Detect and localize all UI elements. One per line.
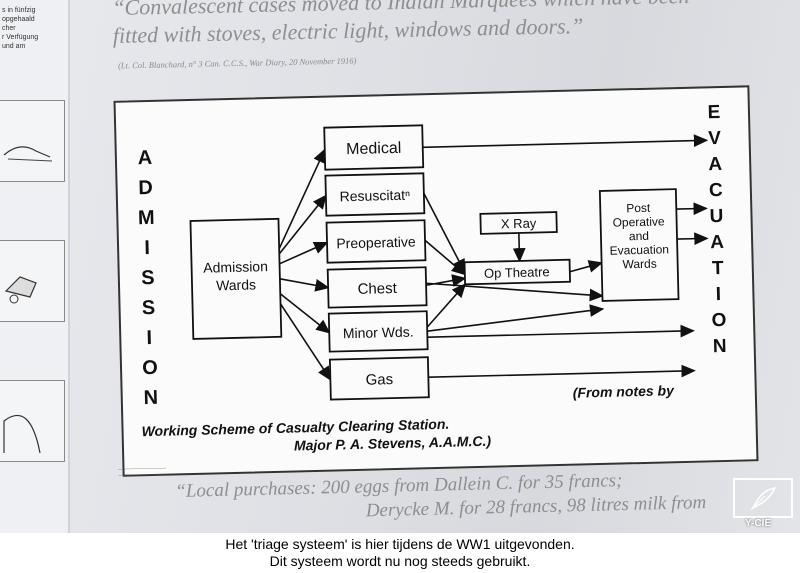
quote-citation: (Lt. Col. Blanchard, n° 3 Can. C.C.S., W… — [117, 55, 357, 71]
gas-label: Gas — [365, 371, 393, 389]
admission-letter: I — [144, 237, 150, 259]
evacuation-letter: E — [707, 102, 720, 123]
op-theatre-box — [463, 258, 571, 286]
thumbnail-image — [0, 380, 65, 462]
evacuation-letter: T — [712, 258, 725, 279]
resuscitation-box — [324, 172, 426, 217]
snippet-line: cher — [2, 25, 16, 32]
admission-letter: S — [142, 297, 156, 319]
preoperative-box — [325, 219, 427, 264]
admission-letter: M — [138, 207, 155, 229]
medical-box — [323, 124, 425, 171]
snippet-line: opgehaald — [2, 16, 35, 23]
diagram-caption: Working Scheme of Casualty Clearing Stat… — [141, 416, 449, 440]
op-theatre-label: Op Theatre — [484, 264, 550, 281]
thumbnail-image — [0, 240, 65, 322]
snippet-line: und am — [2, 43, 26, 50]
evacuation-letter: V — [708, 128, 722, 149]
triage-diagram: A D M I S S I O N E V A C U A T I O — [113, 85, 759, 477]
bottom-quote: “Local purchases: 200 eggs from Dallein … — [175, 467, 707, 528]
admission-letter: I — [146, 327, 152, 349]
chest-box — [326, 266, 428, 309]
triage-flow-svg: A D M I S S I O N E V A C U A T I O — [137, 102, 727, 454]
admission-letter: N — [143, 387, 158, 409]
evacuation-letter: N — [713, 336, 727, 357]
post-op-label: Evacuation — [609, 242, 669, 257]
diagram-caption-source: (From notes by — [573, 382, 676, 400]
gas-box — [328, 356, 430, 401]
ship-sketch-icon — [3, 146, 53, 162]
minor-wards-label: Minor Wds. — [343, 324, 414, 342]
post-op-label: Operative — [612, 214, 665, 229]
chest-label: Chest — [357, 280, 397, 298]
subtitle-line: Het 'triage systeem' is hier tijdens de … — [225, 536, 575, 552]
watermark-logo: Y-CIE — [733, 478, 793, 530]
evacuation-letter: O — [711, 310, 726, 331]
flow-arrows — [278, 134, 709, 381]
admission-wards-label: Admission — [203, 258, 268, 276]
medical-label: Medical — [346, 140, 402, 158]
xray-box — [479, 211, 558, 235]
diagram-caption-author: Major P. A. Stevens, A.A.M.C.) — [294, 433, 492, 454]
watermark-label: Y-CIE — [745, 518, 772, 529]
feather-icon — [750, 487, 777, 511]
admission-letter: O — [142, 357, 158, 379]
exhibit-smallprint: ─────────────── ─────────────── — [117, 465, 166, 478]
admission-letter: S — [141, 267, 155, 289]
evacuation-letter: A — [708, 154, 723, 175]
snippet-line: s in fünfzig — [2, 7, 36, 14]
post-op-label: Post — [626, 201, 651, 216]
xray-label: X Ray — [501, 216, 537, 232]
minor-wards-box — [327, 310, 429, 353]
admission-letter: D — [138, 177, 153, 199]
watermark-frame — [733, 478, 793, 518]
admission-label: A D M I S S I O N — [137, 147, 158, 409]
preoperative-label: Preoperative — [336, 233, 416, 251]
dome-sketch-icon — [3, 415, 41, 454]
evacuation-letter: I — [716, 284, 722, 305]
admission-letter: A — [137, 147, 152, 169]
post-op-label: Wards — [622, 257, 657, 272]
vehicle-sketch-icon — [4, 276, 37, 304]
neighbouring-panel: s in fünfzig opgehaald cher r Verfügung … — [0, 0, 70, 533]
subtitle-line: Dit systeem wordt nu nog steeds gebruikt… — [269, 553, 531, 569]
evacuation-letter: A — [710, 232, 725, 253]
resuscitation-label: Resuscitatⁿ — [339, 187, 410, 205]
post-op-box — [598, 188, 680, 302]
subtitle-caption: Het 'triage systeem' is hier tijdens de … — [0, 536, 800, 570]
exhibit-photo: s in fünfzig opgehaald cher r Verfügung … — [0, 0, 800, 533]
evacuation-label: E V A C U A T I O N — [707, 102, 727, 357]
thumbnail-image — [0, 100, 65, 182]
evacuation-letter: C — [709, 180, 724, 201]
top-quote: “Convalescent cases moved to Indian Marq… — [112, 0, 690, 50]
admission-wards-label: Wards — [216, 276, 256, 293]
post-op-label: and — [629, 229, 649, 243]
panel-snippet: s in fünfzig opgehaald cher r Verfügung … — [2, 6, 38, 51]
evacuation-letter: U — [709, 206, 723, 227]
snippet-line: r Verfügung — [2, 34, 39, 41]
admission-wards-box — [189, 217, 283, 340]
